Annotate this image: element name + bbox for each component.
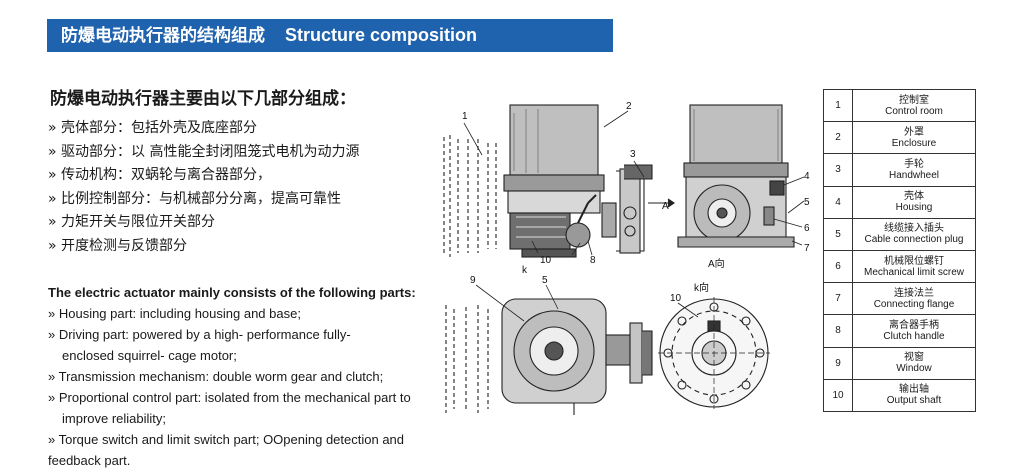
part-name-cn: 控制室 — [899, 94, 929, 106]
top-view — [445, 298, 653, 415]
part-name-en: Enclosure — [891, 137, 937, 149]
intro-heading-en: The electric actuator mainly consists of… — [48, 285, 416, 300]
part-number: 4 — [823, 185, 853, 219]
callout-9: 9 — [470, 275, 476, 286]
part-name-cn: 机械限位螺钉 — [884, 255, 944, 267]
part-name-en: Control room — [885, 105, 943, 117]
part-name-cn: 输出轴 — [899, 384, 929, 396]
callout-8: 8 — [590, 255, 596, 266]
actuator-structure-drawing: 1 2 3 4 5 6 7 8 9 10 5 10 A A向 k k向 — [443, 101, 810, 415]
part-name-en: Handwheel — [888, 169, 940, 181]
part-name-en: Output shaft — [886, 395, 942, 407]
view-arrow-k: k — [522, 265, 528, 276]
intro-list-en: » Housing part: including housing and ba… — [48, 303, 440, 471]
callout-10: 10 — [540, 255, 552, 266]
list-item: » Transmission mechanism: double worm ge… — [48, 369, 384, 384]
part-number: 9 — [823, 346, 853, 380]
intro-list-cn: » 壳体部分：包括外壳及底座部分 » 驱动部分：以 高性能全封闭阻笼式电机为动力… — [48, 117, 359, 258]
view-label-a: A向 — [708, 257, 725, 270]
banner-title-cn: 防爆电动执行器的结构组成 — [61, 26, 265, 46]
list-item: » Proportional control part: isolated fr… — [48, 390, 411, 426]
side-view — [648, 104, 795, 248]
callout-2: 2 — [626, 101, 632, 112]
part-number: 10 — [823, 378, 853, 412]
callout-3: 3 — [630, 149, 636, 160]
list-item: » Driving part: powered by a high- perfo… — [48, 327, 351, 363]
callout-1: 1 — [462, 111, 468, 122]
part-name-cn: 连接法兰 — [894, 287, 934, 299]
part-name-en: Cable connection plug — [864, 234, 964, 246]
list-item: » 比例控制部分：与机械部分分离，提高可靠性 — [48, 190, 342, 207]
part-name-en: Housing — [895, 202, 933, 214]
part-name-cn: 壳体 — [904, 191, 924, 203]
intro-heading-cn: 防爆电动执行器主要由以下几部分组成： — [50, 89, 356, 109]
list-item: » 驱动部分：以 高性能全封闭阻笼式电机为动力源 — [48, 143, 360, 160]
part-number: 2 — [823, 121, 853, 155]
part-name-en: Clutch handle — [883, 330, 945, 342]
part-name-en: Mechanical limit screw — [863, 266, 965, 278]
list-item: » Housing part: including housing and ba… — [48, 306, 301, 321]
list-item: » 开度检测与反馈部分 — [48, 237, 188, 254]
callout-10-flange: 10 — [670, 293, 682, 304]
part-name-cn: 外罩 — [904, 126, 924, 138]
callout-5: 5 — [804, 197, 810, 208]
callout-7: 7 — [804, 243, 810, 254]
list-item: » 传动机构：双蜗轮与离合器部分， — [48, 167, 272, 183]
leader-lines — [463, 110, 805, 322]
list-item: » 力矩开关与限位开关部分 — [48, 214, 216, 230]
part-number: 1 — [823, 88, 853, 123]
list-item: » Torque switch and limit switch part; O… — [48, 432, 405, 468]
part-number: 8 — [823, 314, 853, 348]
part-name-cn: 离合器手柄 — [889, 319, 939, 331]
view-label-k: k向 — [694, 281, 709, 294]
part-number: 5 — [823, 217, 853, 251]
part-name-en: Window — [896, 363, 932, 375]
flange-view — [658, 297, 770, 409]
callout-4: 4 — [804, 171, 810, 182]
section-banner: 防爆电动执行器的结构组成 Structure composition — [47, 19, 613, 52]
part-name-en: Connecting flange — [873, 298, 955, 310]
part-number: 3 — [823, 153, 853, 187]
banner-title-en: Structure composition — [285, 25, 478, 45]
callout-5-top: 5 — [542, 275, 548, 286]
view-arrow-a: A — [662, 201, 669, 212]
part-name-cn: 线缆接入插头 — [884, 223, 944, 235]
part-number: 7 — [823, 282, 853, 316]
list-item: » 壳体部分：包括外壳及底座部分 — [48, 120, 258, 136]
part-name-cn: 手轮 — [904, 158, 924, 170]
callout-6: 6 — [804, 223, 810, 234]
part-name-cn: 视窗 — [904, 352, 924, 364]
front-view — [443, 104, 653, 258]
part-number: 6 — [823, 249, 853, 284]
